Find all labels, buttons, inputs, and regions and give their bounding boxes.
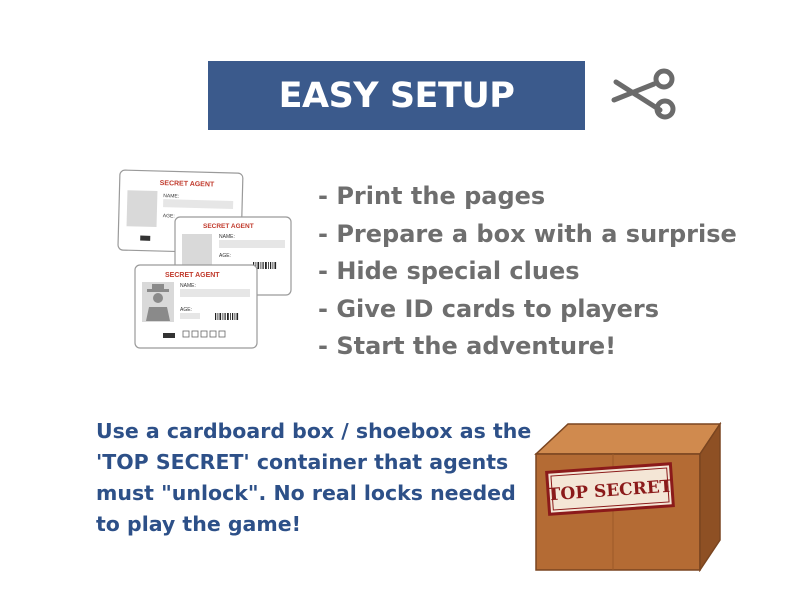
card-age-label: AGE: xyxy=(219,253,231,259)
card-age-label: AGE: xyxy=(180,307,192,313)
card-name-label: NAME: xyxy=(180,283,196,289)
top-secret-stamp: TOP SECRET xyxy=(545,462,675,516)
card-title: SECRET AGENT xyxy=(160,180,215,188)
setup-steps-list: - Print the pages - Prepare a box with a… xyxy=(318,178,737,366)
card-name-label: NAME: xyxy=(219,234,235,240)
cardboard-box-icon: TOP SECRET xyxy=(534,422,722,572)
barcode-icon xyxy=(253,262,277,269)
card-title: SECRET AGENT xyxy=(203,223,254,230)
agent-silhouette-icon xyxy=(146,284,170,321)
box-instructions: Use a cardboard box / shoebox as the 'TO… xyxy=(96,419,532,536)
list-item: - Start the adventure! xyxy=(318,332,617,360)
page-title: EASY SETUP xyxy=(278,75,515,116)
list-item: - Give ID cards to players xyxy=(318,294,660,323)
id-cards-illustration: SECRET AGENT NAME: AGE: SECRET AGENT NAM… xyxy=(117,169,292,349)
title-banner: EASY SETUP xyxy=(208,61,585,130)
card-name-label: NAME: xyxy=(163,193,179,199)
list-item: - Hide special clues xyxy=(318,257,580,285)
barcode-icon xyxy=(215,313,239,320)
id-card: SECRET AGENT NAME: AGE: xyxy=(134,264,258,349)
card-age-label: AGE: xyxy=(163,213,175,219)
scissors-icon xyxy=(611,68,676,120)
list-item: - Prepare a box with a surprise xyxy=(318,219,737,248)
card-title: SECRET AGENT xyxy=(165,272,220,279)
list-item: - Print the pages xyxy=(318,182,546,210)
